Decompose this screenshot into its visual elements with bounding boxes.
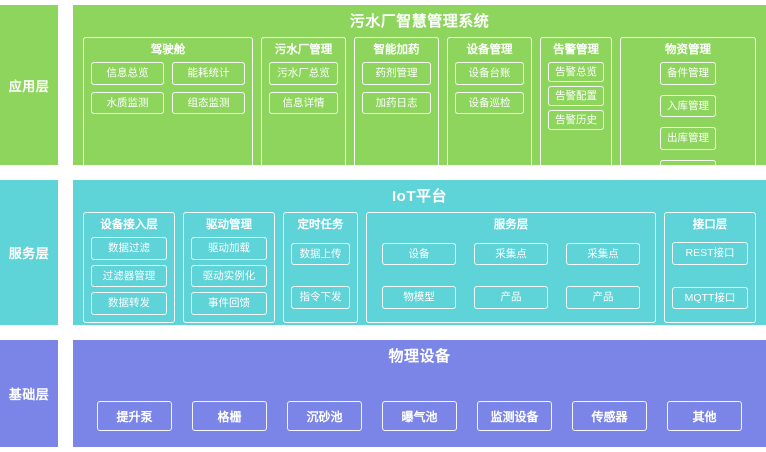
chip-driver-instantiate[interactable]: 驱动实例化 bbox=[191, 264, 267, 287]
chip-equipment-ledger[interactable]: 设备台账 bbox=[455, 62, 524, 85]
chip-event-feedback[interactable]: 事件回馈 bbox=[191, 292, 267, 315]
chip-mqtt-interface[interactable]: MQTT接口 bbox=[672, 286, 748, 310]
group-smart-dosing[interactable]: 智能加药 药剂管理 加药日志 bbox=[354, 37, 439, 190]
group-title-cockpit: 驾驶舱 bbox=[150, 44, 186, 56]
layer-application: 应用层 污水厂智慧管理系统 驾驶舱 信息总览 能耗统计 水质监测 组态监测 污水… bbox=[0, 5, 766, 190]
group-items-alarm-management: 告警总览 告警配置 告警历史 bbox=[548, 62, 604, 182]
layer-infrastructure: 基础层 物理设备 提升泵 格栅 沉砂池 曝气池 监测设备 传感器 其他 bbox=[0, 340, 766, 447]
chip-filter-management[interactable]: 过滤器管理 bbox=[91, 264, 167, 287]
group-driver-management[interactable]: 驱动管理 驱动加载 驱动实例化 事件回馈 bbox=[183, 212, 275, 323]
infrastructure-devices: 提升泵 格栅 沉砂池 曝气池 监测设备 传感器 其他 bbox=[83, 372, 756, 433]
chip-plant-overview[interactable]: 污水厂总览 bbox=[269, 62, 338, 85]
device-aeration-tank[interactable]: 曝气池 bbox=[382, 401, 457, 431]
group-items-driver-management: 驱动加载 驱动实例化 事件回馈 bbox=[191, 237, 267, 315]
layer-body-infrastructure: 物理设备 提升泵 格栅 沉砂池 曝气池 监测设备 传感器 其他 bbox=[73, 340, 766, 447]
group-title-material-management: 物资管理 bbox=[665, 44, 711, 56]
layer-title-application: 污水厂智慧管理系统 bbox=[349, 13, 490, 30]
group-service-layer[interactable]: 服务层 设备 采集点 采集点 物模型 产品 产品 bbox=[366, 212, 656, 323]
group-material-management[interactable]: 物资管理 备件管理 入库管理 出库管理 库存管理 bbox=[620, 37, 756, 190]
chip-device[interactable]: 设备 bbox=[382, 242, 456, 266]
group-items-device-access: 数据过滤 过滤器管理 数据转发 bbox=[91, 237, 167, 315]
device-lift-pump[interactable]: 提升泵 bbox=[97, 401, 172, 431]
group-title-scheduled-tasks: 定时任务 bbox=[297, 219, 344, 231]
chip-inbound[interactable]: 入库管理 bbox=[660, 94, 716, 117]
group-title-driver-management: 驱动管理 bbox=[206, 219, 252, 231]
chip-alarm-overview[interactable]: 告警总览 bbox=[548, 62, 604, 82]
chip-outbound[interactable]: 出库管理 bbox=[660, 127, 716, 150]
chip-command-issue[interactable]: 指令下发 bbox=[291, 286, 350, 309]
chip-data-upload[interactable]: 数据上传 bbox=[291, 242, 350, 266]
service-groups: 设备接入层 数据过滤 过滤器管理 数据转发 驱动管理 驱动加载 驱动实例化 事件… bbox=[83, 212, 756, 323]
device-monitoring-equip[interactable]: 监测设备 bbox=[477, 401, 552, 431]
layer-tag-infrastructure: 基础层 bbox=[0, 340, 58, 447]
group-items-material-management: 备件管理 入库管理 出库管理 库存管理 bbox=[628, 62, 748, 182]
chip-alarm-config[interactable]: 告警配置 bbox=[548, 86, 604, 106]
chip-scada-monitor[interactable]: 组态监测 bbox=[172, 91, 245, 114]
chip-driver-load[interactable]: 驱动加载 bbox=[191, 237, 267, 260]
chip-data-forwarding[interactable]: 数据转发 bbox=[91, 292, 167, 315]
chip-reagent-management[interactable]: 药剂管理 bbox=[362, 62, 431, 85]
device-sensor[interactable]: 传感器 bbox=[572, 401, 647, 431]
device-other[interactable]: 其他 bbox=[667, 401, 742, 431]
chip-alarm-history[interactable]: 告警历史 bbox=[548, 110, 604, 130]
layer-body-service: IoT平台 设备接入层 数据过滤 过滤器管理 数据转发 驱动管理 驱动加载 驱动… bbox=[73, 180, 766, 325]
group-plant-management[interactable]: 污水厂管理 污水厂总览 信息详情 bbox=[261, 37, 346, 190]
chip-spare-parts[interactable]: 备件管理 bbox=[660, 62, 716, 85]
group-device-access[interactable]: 设备接入层 数据过滤 过滤器管理 数据转发 bbox=[83, 212, 175, 323]
chip-info-overview[interactable]: 信息总览 bbox=[91, 62, 164, 85]
group-title-device-access: 设备接入层 bbox=[100, 219, 158, 231]
device-grit-chamber[interactable]: 沉砂池 bbox=[287, 401, 362, 431]
chip-data-filter[interactable]: 数据过滤 bbox=[91, 237, 167, 260]
layer-tag-application: 应用层 bbox=[0, 5, 58, 165]
group-items-service-layer: 设备 采集点 采集点 物模型 产品 产品 bbox=[374, 237, 648, 315]
group-cockpit[interactable]: 驾驶舱 信息总览 能耗统计 水质监测 组态监测 bbox=[83, 37, 253, 190]
layer-title-service: IoT平台 bbox=[392, 188, 447, 205]
group-title-alarm-management: 告警管理 bbox=[553, 44, 599, 56]
chip-collection-point-2[interactable]: 采集点 bbox=[565, 242, 640, 266]
chip-energy-stats[interactable]: 能耗统计 bbox=[172, 62, 245, 85]
group-items-smart-dosing: 药剂管理 加药日志 bbox=[362, 62, 431, 182]
group-items-interface-layer: REST接口 MQTT接口 bbox=[672, 237, 748, 315]
chip-plant-details[interactable]: 信息详情 bbox=[269, 91, 338, 114]
group-interface-layer[interactable]: 接口层 REST接口 MQTT接口 bbox=[664, 212, 756, 323]
group-equipment-management[interactable]: 设备管理 设备台账 设备巡检 bbox=[447, 37, 532, 190]
group-items-cockpit: 信息总览 能耗统计 水质监测 组态监测 bbox=[91, 62, 245, 182]
chip-rest-interface[interactable]: REST接口 bbox=[672, 242, 748, 265]
chip-water-quality[interactable]: 水质监测 bbox=[91, 91, 164, 114]
layer-body-application: 污水厂智慧管理系统 驾驶舱 信息总览 能耗统计 水质监测 组态监测 污水厂管理 … bbox=[73, 5, 766, 190]
layer-tag-service: 服务层 bbox=[0, 180, 58, 325]
group-title-interface-layer: 接口层 bbox=[692, 219, 728, 231]
chip-collection-point-1[interactable]: 采集点 bbox=[474, 242, 548, 266]
group-items-scheduled-tasks: 数据上传 指令下发 bbox=[291, 237, 350, 315]
chip-equipment-inspection[interactable]: 设备巡检 bbox=[455, 91, 524, 114]
chip-stock[interactable]: 库存管理 bbox=[660, 159, 716, 182]
group-title-equipment-management: 设备管理 bbox=[466, 44, 513, 56]
chip-product-1[interactable]: 产品 bbox=[474, 286, 548, 309]
group-title-plant-management: 污水厂管理 bbox=[274, 44, 333, 56]
application-groups: 驾驶舱 信息总览 能耗统计 水质监测 组态监测 污水厂管理 污水厂总览 信息详情 bbox=[83, 37, 756, 190]
group-scheduled-tasks[interactable]: 定时任务 数据上传 指令下发 bbox=[283, 212, 358, 323]
chip-dosing-log[interactable]: 加药日志 bbox=[362, 91, 431, 114]
chip-product-2[interactable]: 产品 bbox=[565, 286, 640, 309]
device-grille[interactable]: 格栅 bbox=[192, 401, 267, 431]
group-title-smart-dosing: 智能加药 bbox=[373, 44, 420, 56]
group-title-service-layer: 服务层 bbox=[493, 219, 529, 231]
layer-service: 服务层 IoT平台 设备接入层 数据过滤 过滤器管理 数据转发 驱动管理 驱动加… bbox=[0, 180, 766, 325]
group-items-plant-management: 污水厂总览 信息详情 bbox=[269, 62, 338, 182]
group-items-equipment-management: 设备台账 设备巡检 bbox=[455, 62, 524, 182]
group-alarm-management[interactable]: 告警管理 告警总览 告警配置 告警历史 bbox=[540, 37, 612, 190]
chip-thing-model[interactable]: 物模型 bbox=[382, 286, 456, 309]
layer-title-infrastructure: 物理设备 bbox=[388, 348, 451, 365]
